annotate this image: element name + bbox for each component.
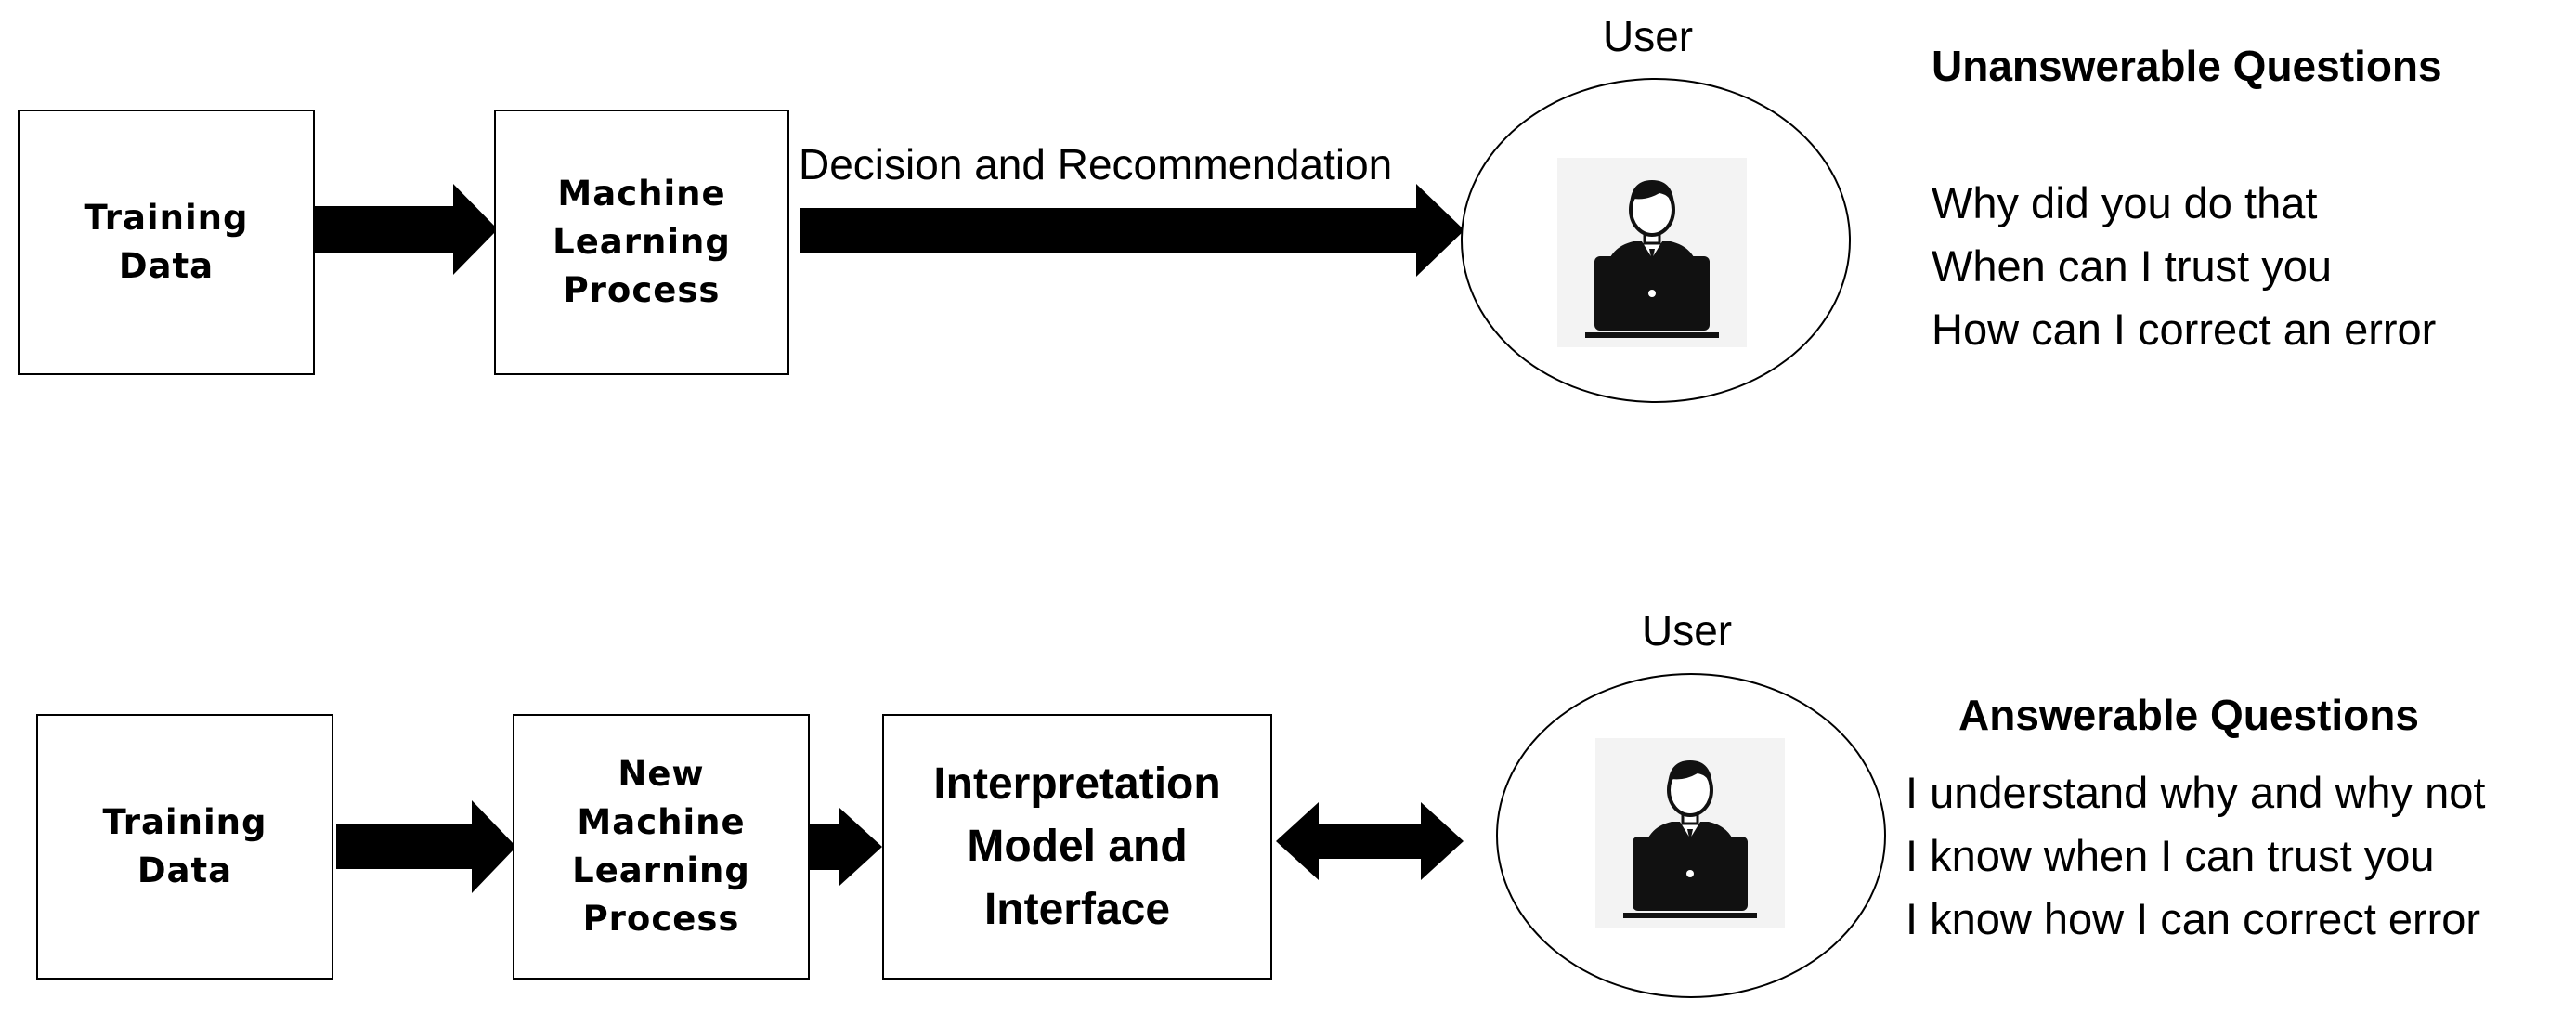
user-at-laptop-icon <box>1595 738 1785 928</box>
question-3-top: How can I correct an error <box>1932 305 2437 354</box>
ml-process-box-bottom: New Machine Learning Process <box>513 714 810 980</box>
new-ml-process-label: New Machine Learning Process <box>572 754 750 939</box>
interpretation-box: Interpretation Model and Interface <box>882 714 1272 980</box>
arrow-training-to-ml-top <box>313 184 498 275</box>
training-data-box-bottom: Training Data <box>36 714 333 980</box>
question-2-bottom: I know when I can trust you <box>1906 831 2435 880</box>
training-data-label-top: Training Data <box>84 198 249 286</box>
arrow-decision-to-user-top <box>800 184 1464 277</box>
training-data-box-top: Training Data <box>18 110 315 375</box>
question-1-top: Why did you do that <box>1932 178 2318 227</box>
user-label-top: User <box>1603 12 1694 60</box>
user-at-laptop-icon <box>1557 158 1747 347</box>
ml-process-box-top: Machine Learning Process <box>494 110 789 375</box>
double-arrow-interpretation-user <box>1276 802 1464 880</box>
questions-header-top: Unanswerable Questions <box>1932 42 2442 90</box>
questions-header-bottom: Answerable Questions <box>1958 691 2419 739</box>
user-ellipse-bottom <box>1496 673 1886 998</box>
arrow-ml-to-interpretation-bottom <box>810 808 882 886</box>
question-2-top: When can I trust you <box>1932 241 2333 291</box>
interpretation-label: Interpretation Model and Interface <box>933 759 1221 934</box>
training-data-label-bottom: Training Data <box>102 802 267 890</box>
arrow-training-to-ml-bottom <box>336 800 516 893</box>
user-label-bottom: User <box>1642 606 1733 655</box>
decision-recommendation-label: Decision and Recommendation <box>799 140 1393 188</box>
ml-process-label-top: Machine Learning Process <box>553 174 731 310</box>
question-3-bottom: I know how I can correct error <box>1906 894 2481 943</box>
question-1-bottom: I understand why and why not <box>1906 768 2486 817</box>
